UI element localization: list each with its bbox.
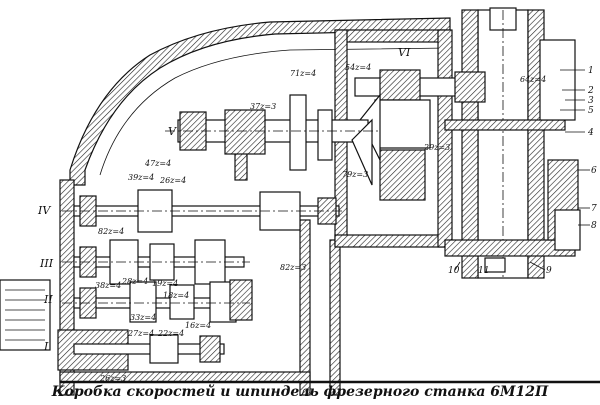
- figure-caption: Коробка скоростей и шпиндель фрезерного …: [51, 384, 549, 400]
- gear-label-47: 47z=4: [144, 159, 171, 168]
- shaft-label-ii: II: [43, 293, 53, 306]
- part-number-5: 5: [588, 106, 594, 116]
- shaft-ii: [62, 279, 253, 323]
- gear-label-28: 28z=4: [121, 277, 148, 286]
- part-callouts: [454, 69, 590, 271]
- gear-label-64: 64z=4: [520, 75, 546, 84]
- spindle: [444, 7, 581, 280]
- part-number-11: 11: [478, 266, 489, 276]
- gear-label-79: 79z=3: [342, 170, 368, 179]
- gear-label-27: 27z=4: [127, 329, 154, 338]
- part-number-6: 6: [591, 166, 597, 176]
- gear-label-38: 38z=4: [95, 281, 121, 290]
- shaft-label-vi: VI: [398, 46, 411, 59]
- part-number-9: 9: [546, 266, 552, 276]
- shaft-iv: [62, 189, 345, 233]
- shaft-v: [165, 94, 380, 186]
- part-number-2: 2: [587, 86, 594, 96]
- part-number-8: 8: [591, 221, 597, 231]
- gear-label-39: 39z=4: [128, 173, 154, 182]
- part-number-7: 7: [591, 204, 597, 214]
- gear-label-82b: 82z=3: [280, 263, 306, 272]
- gear-label-33: 33z=4: [130, 313, 156, 322]
- gear-label-26b: 26z=3: [99, 374, 126, 383]
- shaft-label-iii: III: [39, 257, 54, 270]
- gear-label-29: 29z=3: [423, 143, 450, 152]
- shaft-label-v: V: [168, 125, 177, 138]
- part-number-3: 3: [588, 96, 594, 106]
- gear-label-18: 18z=4: [163, 291, 189, 300]
- gear-label-16: 16z=4: [185, 321, 211, 330]
- gear-label-19: 19z=4: [152, 279, 178, 288]
- part-number-4: 4: [587, 128, 594, 138]
- shaft-vi: [354, 69, 486, 201]
- shaft-label-iv: IV: [37, 204, 51, 217]
- gear-label-26: 26z=4: [159, 176, 186, 185]
- shaft-iii: [62, 239, 250, 285]
- gear-label-37: 37z=3: [250, 102, 276, 111]
- part-number-10: 10: [448, 266, 460, 276]
- shaft-i: [0, 279, 225, 371]
- gear-label-71: 71z=4: [290, 69, 316, 78]
- gear-label-54: 54z=4: [345, 63, 371, 72]
- part-number-1: 1: [588, 66, 594, 76]
- shaft-label-i: I: [43, 340, 49, 353]
- gear-label-22: 22z=4: [157, 329, 184, 338]
- gear-label-82: 82z=4: [98, 227, 124, 236]
